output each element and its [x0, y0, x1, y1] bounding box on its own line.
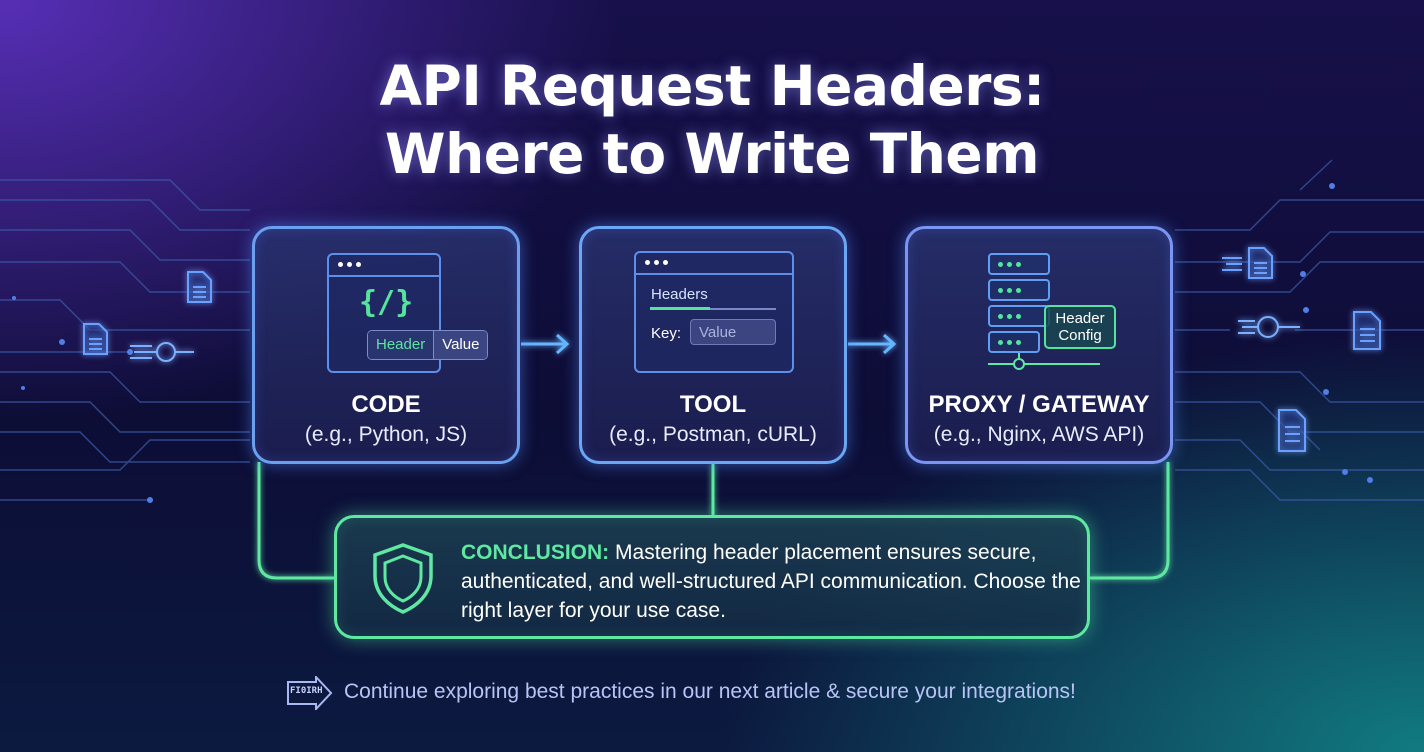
- card-title: PROXY / GATEWAY: [928, 391, 1150, 418]
- window-titlebar: [636, 253, 792, 275]
- document-icon: [187, 271, 212, 303]
- key-label: Key:: [651, 325, 682, 342]
- left-circuit-nodes: [12, 296, 153, 503]
- footer-icon-text: FI0IRH: [290, 686, 323, 696]
- right-circuit-nodes: [1300, 183, 1373, 483]
- right-circuit-lines: [1175, 159, 1424, 501]
- card-subtitle: (e.g., Python, JS): [304, 423, 468, 446]
- card-subtitle: (e.g., Nginx, AWS API): [933, 423, 1145, 446]
- code-glyph: {/}: [359, 285, 414, 320]
- conclusion-box: CONCLUSION: Mastering header placement e…: [334, 515, 1090, 639]
- card-title: TOOL: [679, 391, 747, 418]
- arrow-code-to-tool: [521, 333, 570, 355]
- footer-text: Continue exploring best practices in our…: [344, 680, 1076, 703]
- header-config-badge: Header Config: [1044, 305, 1116, 349]
- card-title: CODE: [351, 391, 421, 418]
- window-titlebar: [329, 255, 439, 277]
- value-field: Value: [690, 319, 776, 345]
- shield-icon: [373, 543, 433, 614]
- headers-tab-label: Headers: [651, 286, 708, 303]
- left-node-icon: [130, 342, 194, 362]
- document-icon: [83, 323, 108, 355]
- title-line-2: Where to Write Them: [384, 122, 1040, 186]
- config-line-2: Config: [1058, 327, 1102, 344]
- document-icon: [1222, 247, 1273, 279]
- left-circuit-lines: [0, 179, 250, 501]
- card-subtitle: (e.g., Postman, cURL): [609, 423, 817, 446]
- conclusion-body: Mastering header placement ensures secur…: [461, 541, 1081, 622]
- document-icon: [1353, 311, 1381, 350]
- connector-lines: [257, 462, 1170, 580]
- tab-underline-active: [650, 307, 710, 310]
- title-line-1: API Request Headers:: [379, 54, 1045, 118]
- tab-underline: [650, 308, 776, 310]
- config-line-1: Header: [1055, 310, 1105, 327]
- arrow-right-icon: [287, 676, 333, 710]
- conclusion-label: CONCLUSION:: [461, 541, 610, 564]
- form-window-icon: Headers Key: Value: [634, 251, 794, 373]
- conclusion-text: CONCLUSION: Mastering header placement e…: [461, 538, 1081, 625]
- page-title: API Request Headers: Where to Write Them: [0, 52, 1424, 188]
- pill-value-label: Value: [433, 331, 488, 359]
- header-value-pill: Header Value: [367, 330, 489, 360]
- right-node-icon: [1238, 316, 1300, 338]
- arrow-tool-to-proxy: [848, 333, 897, 355]
- code-card: {/} Header Value CODE (e.g., Python, JS): [252, 226, 520, 464]
- proxy-card: Header Config PROXY / GATEWAY (e.g., Ngi…: [905, 226, 1173, 464]
- pill-header-label: Header: [368, 331, 434, 359]
- tool-card: Headers Key: Value TOOL (e.g., Postman, …: [579, 226, 847, 464]
- document-icon: [1278, 409, 1306, 452]
